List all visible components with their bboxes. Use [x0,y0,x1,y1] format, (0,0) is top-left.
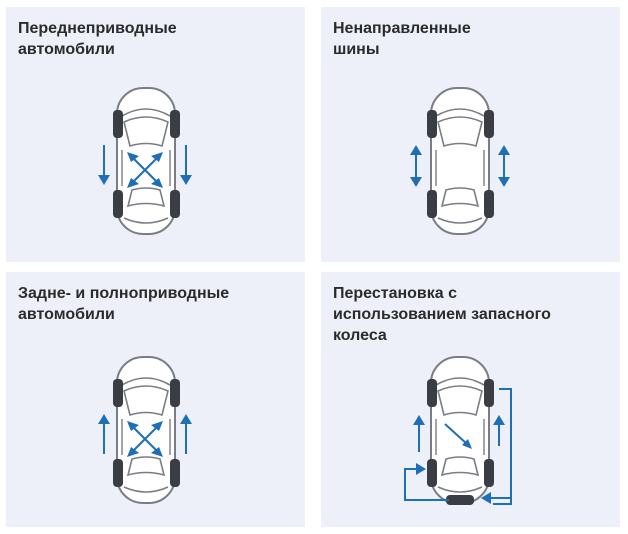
rotation-diagram [98,356,192,504]
tire [113,459,123,487]
tire [113,379,123,407]
arrow-spare-to-left-rear [404,468,449,501]
arrowhead [127,447,139,457]
arrowhead [498,177,510,187]
rotation-diagram [98,87,192,235]
tire [484,110,494,138]
arrowhead [127,152,139,162]
arrow-cross-diagonal [131,425,159,453]
panel-title: Перестановка с использованием запасного … [333,283,613,346]
panel-title-line: Перестановка с [333,285,458,302]
panel-spare-wheel-rotation: Перестановка с использованием запасного … [321,272,620,527]
tire [170,459,180,487]
panel-rear-all-wheel-drive: Задне- и полноприводные автомобили [6,272,305,527]
car-top-view-icon [113,356,180,504]
arrow-diagonal [444,423,468,445]
tire [427,379,437,407]
tire [170,379,180,407]
arrow-right-outer-loop [489,388,512,499]
panel-title-line: автомобили [18,41,115,58]
panel-title-line: использованием запасного [333,306,551,323]
tire [484,190,494,218]
tire [427,459,437,487]
arrowheads [413,415,505,504]
car-body [116,87,176,235]
rotation-diagram [410,87,510,235]
arrowhead [180,175,192,185]
panel-title-line: автомобили [18,306,115,323]
spare-tire [446,495,474,505]
arrowhead [462,439,472,449]
panel-title-line: Задне- и полноприводные [18,285,230,302]
arrowhead [180,414,192,424]
arrowhead [413,415,425,425]
panel-title-line: Переднеприводные [18,20,177,37]
tire [484,379,494,407]
panel-front-wheel-drive: Переднеприводные автомобили [6,7,305,262]
car-body [116,356,176,504]
arrowhead [410,177,422,187]
arrowhead [416,463,426,475]
panel-title-line: шины [333,41,380,58]
tire [427,110,437,138]
car-top-view-icon [113,87,180,235]
arrowhead [98,175,110,185]
arrowhead [151,152,163,162]
tire [113,110,123,138]
panel-title: Переднеприводные автомобили [18,18,298,60]
rotation-diagram [404,356,512,505]
arrowhead [98,414,110,424]
panel-non-directional-tires: Ненаправленные шины [321,7,620,262]
arrowhead [151,421,163,431]
panel-title-line: колеса [333,327,387,344]
tire [427,190,437,218]
panel-title-line: Ненаправленные [333,20,471,37]
arrowhead [151,178,163,188]
arrowhead [498,145,510,155]
tire [113,190,123,218]
tire [170,190,180,218]
car-top-view-icon [427,356,494,505]
panel-title: Задне- и полноприводные автомобили [18,283,298,325]
arrow-cross-diagonal [131,156,159,184]
arrowhead [481,492,491,504]
car-body [430,87,490,235]
tire [170,110,180,138]
arrowhead [127,178,139,188]
car-top-view-icon [427,87,494,235]
arrowhead [493,415,505,425]
car-body [430,356,490,504]
tire [484,459,494,487]
panel-title: Ненаправленные шины [333,18,613,60]
arrowhead [127,421,139,431]
arrowhead [410,145,422,155]
arrowhead [151,447,163,457]
